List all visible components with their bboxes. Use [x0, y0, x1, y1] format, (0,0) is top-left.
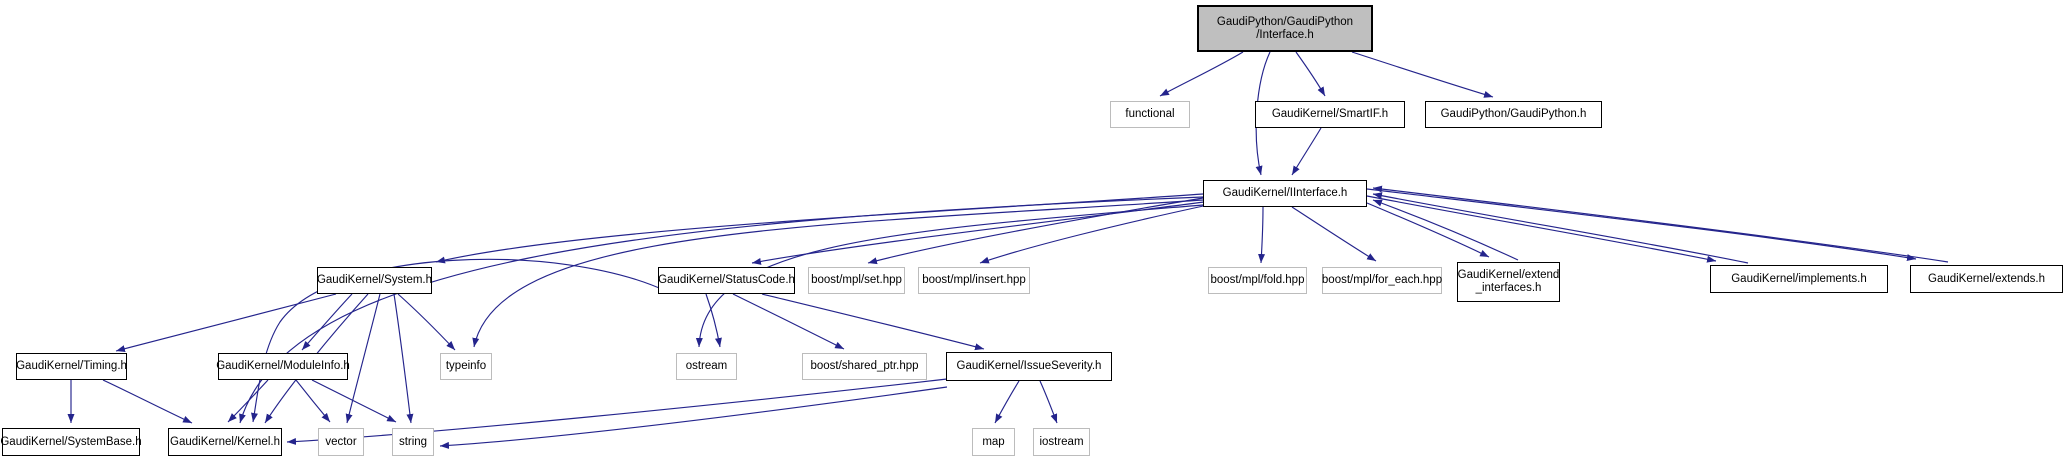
node-label: GaudiKernel/ModuleInfo.h — [216, 360, 350, 372]
node-smartif[interactable]: GaudiKernel/SmartIF.h — [1255, 101, 1405, 128]
edge-interface_h-to-gaudipython — [1351, 51, 1494, 98]
node-functional: functional — [1110, 101, 1190, 128]
node-label: iostream — [1039, 435, 1084, 448]
node-label: GaudiKernel/Kernel.h — [170, 435, 280, 448]
edge-system-to-string — [393, 293, 414, 424]
node-label: string — [398, 435, 428, 448]
node-kernel[interactable]: GaudiKernel/Kernel.h — [168, 428, 282, 456]
node-mpl_set: boost/mpl/set.hpp — [808, 267, 905, 294]
node-shared_ptr: boost/shared_ptr.hpp — [802, 353, 927, 380]
node-label: GaudiPython/GaudiPython.h — [1440, 108, 1587, 120]
node-label: boost/mpl/fold.hpp — [1210, 274, 1305, 286]
node-system[interactable]: GaudiKernel/System.h — [317, 267, 432, 294]
node-timing[interactable]: GaudiKernel/Timing.h — [16, 353, 127, 380]
node-vector: vector — [318, 428, 364, 456]
node-statuscode[interactable]: GaudiKernel/StatusCode.h — [658, 267, 795, 294]
node-label: map — [982, 435, 1005, 448]
node-interface_h: GaudiPython/GaudiPython /Interface.h — [1197, 5, 1373, 52]
node-label: _interfaces.h — [1475, 282, 1542, 294]
node-extends[interactable]: GaudiKernel/extends.h — [1910, 265, 2063, 293]
edge-iinterface-to-kernel — [239, 196, 1204, 424]
edge-statuscode-to-kernel — [251, 258, 667, 423]
node-label: GaudiKernel/IInterface.h — [1222, 187, 1348, 199]
edge-system-to-timing — [115, 293, 337, 353]
node-label: functional — [1125, 108, 1175, 120]
edge-interface_h-to-functional — [1159, 51, 1244, 97]
edge-iinterface-to-mpl_for_each — [1291, 206, 1377, 262]
edge-smartif-to-iinterface — [1291, 127, 1322, 176]
node-systembase[interactable]: GaudiKernel/SystemBase.h — [0, 428, 142, 456]
node-label: GaudiKernel/IssueSeverity.h — [956, 360, 1102, 372]
edge-interface_h-to-smartif — [1295, 51, 1326, 97]
node-issueseverity[interactable]: GaudiKernel/IssueSeverity.h — [946, 352, 1112, 381]
node-gaudipython[interactable]: GaudiPython/GaudiPython.h — [1425, 101, 1602, 128]
edge-system-to-typeinfo — [397, 293, 456, 351]
node-map: map — [972, 428, 1015, 456]
edge-issueseverity-to-string — [439, 386, 948, 449]
node-label: ostream — [685, 360, 728, 372]
node-label: GaudiKernel/SmartIF.h — [1271, 108, 1389, 120]
edge-issueseverity-to-kernel — [286, 378, 948, 445]
edge-timing-to-kernel — [102, 379, 193, 424]
node-label: boost/shared_ptr.hpp — [810, 360, 919, 372]
edge-issueseverity-to-iostream — [1039, 380, 1058, 424]
node-label: GaudiKernel/implements.h — [1731, 272, 1867, 285]
edge-moduleinfo-to-kernel — [227, 379, 269, 423]
edge-iinterface-to-mpl_insert — [979, 204, 1209, 264]
node-label: boost/mpl/insert.hpp — [922, 274, 1026, 286]
edge-moduleinfo-to-string — [311, 379, 397, 423]
node-label: GaudiKernel/StatusCode.h — [658, 274, 795, 286]
edge-iinterface-to-statuscode — [751, 201, 1205, 265]
node-label: typeinfo — [445, 360, 487, 372]
edge-iinterface-to-implements — [1366, 195, 1717, 263]
edge-issueseverity-to-map — [994, 380, 1020, 424]
node-iinterface[interactable]: GaudiKernel/IInterface.h — [1203, 180, 1367, 207]
edge-extends-to-iinterface — [1372, 185, 1949, 263]
edge-statuscode-to-issueseverity — [761, 293, 985, 351]
node-implements[interactable]: GaudiKernel/implements.h — [1710, 265, 1888, 293]
node-label: GaudiKernel/extend — [1457, 269, 1560, 281]
edge-system-to-moduleinfo — [301, 293, 353, 351]
node-typeinfo: typeinfo — [440, 353, 492, 380]
node-mpl_for_each: boost/mpl/for_each.hpp — [1322, 267, 1442, 294]
edge-iinterface-to-ostream — [695, 204, 1204, 348]
edge-iinterface-to-extends — [1366, 188, 1917, 262]
node-label: GaudiPython/GaudiPython — [1216, 15, 1354, 28]
node-iostream: iostream — [1033, 428, 1090, 456]
node-mpl_insert: boost/mpl/insert.hpp — [918, 267, 1030, 294]
edge-extend_interfaces-to-iinterface — [1372, 199, 1519, 261]
node-label: GaudiKernel/System.h — [316, 274, 433, 286]
node-label: GaudiKernel/extends.h — [1928, 272, 2045, 285]
edge-statuscode-to-ostream — [705, 293, 722, 348]
edge-moduleinfo-to-vector — [295, 379, 331, 423]
edge-iinterface-to-typeinfo — [472, 199, 1204, 348]
node-label: vector — [325, 435, 357, 448]
edge-implements-to-iinterface — [1372, 192, 1749, 264]
edge-iinterface-to-mpl_fold — [1258, 206, 1266, 264]
node-label: GaudiKernel/SystemBase.h — [0, 435, 142, 448]
node-moduleinfo[interactable]: GaudiKernel/ModuleInfo.h — [216, 353, 350, 380]
node-label: GaudiKernel/Timing.h — [16, 360, 127, 372]
node-string: string — [392, 428, 434, 456]
edge-system-to-vector — [345, 293, 381, 424]
edge-iinterface-to-extend_interfaces — [1366, 202, 1490, 258]
node-label: boost/mpl/for_each.hpp — [1321, 274, 1443, 286]
node-extend_interfaces[interactable]: GaudiKernel/extend _interfaces.h — [1457, 262, 1560, 302]
node-mpl_fold: boost/mpl/fold.hpp — [1208, 267, 1307, 294]
edge-iinterface-to-mpl_set — [867, 197, 1204, 265]
edge-statuscode-to-shared_ptr — [732, 293, 845, 350]
node-ostream: ostream — [676, 353, 737, 380]
node-label: /Interface.h — [1256, 28, 1314, 41]
node-label: boost/mpl/set.hpp — [811, 274, 902, 286]
